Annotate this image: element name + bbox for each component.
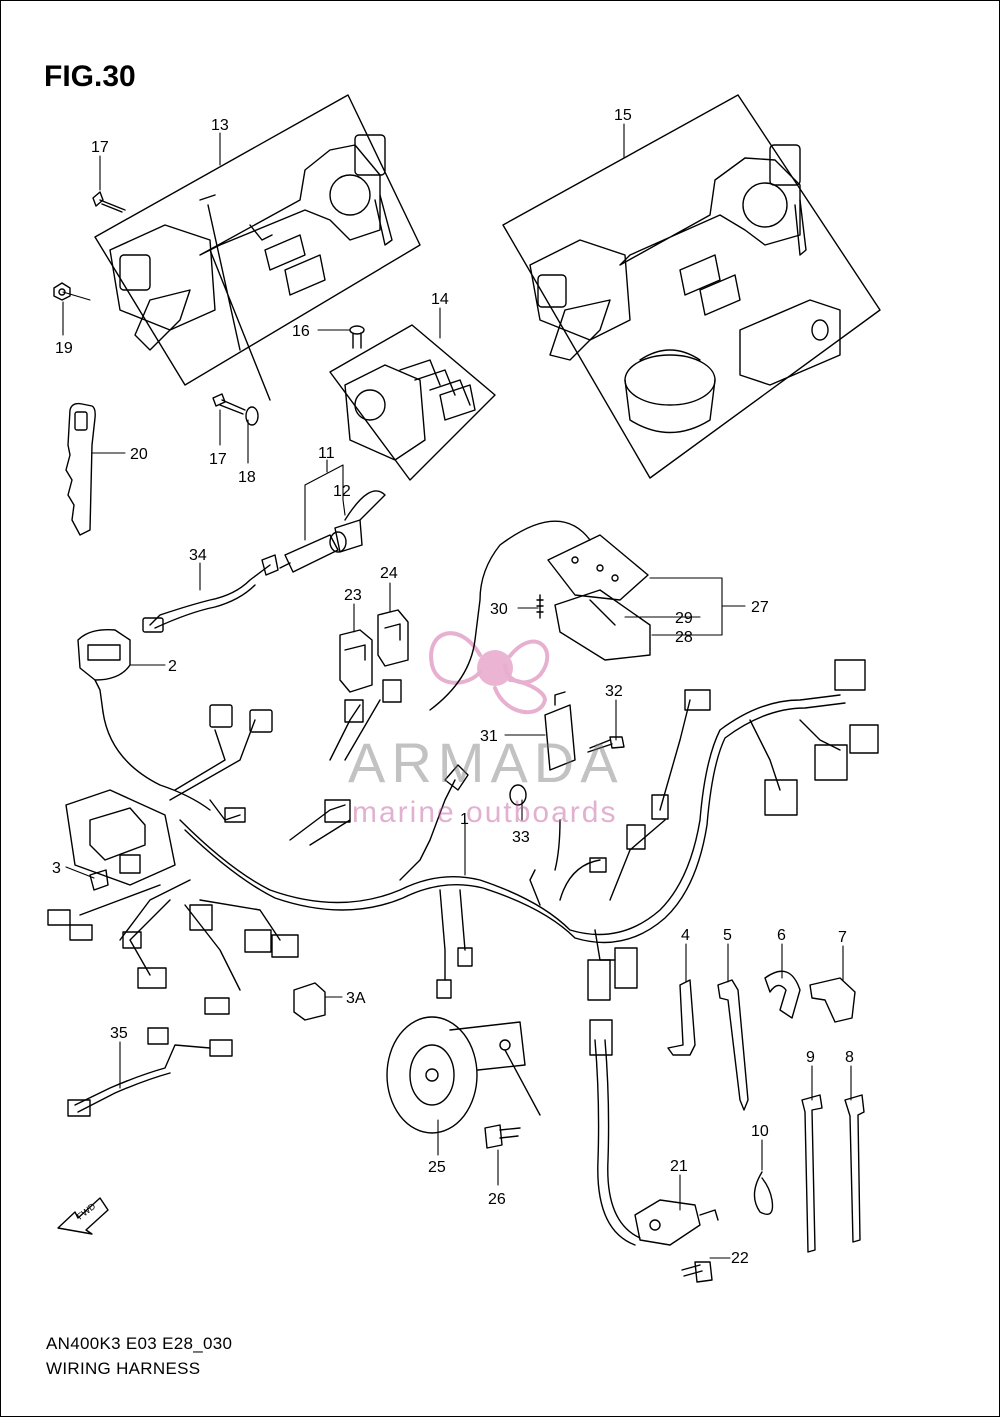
assembly-box-13 <box>94 94 421 401</box>
clamp-10 <box>753 1171 774 1215</box>
callout-7: 7 <box>838 929 847 946</box>
assembly-box-14 <box>329 324 496 481</box>
watermark-name: ARMADA <box>348 731 624 794</box>
callout-24: 24 <box>380 565 398 582</box>
callout-15: 15 <box>614 107 632 124</box>
callout-19: 19 <box>55 340 73 357</box>
callout-25: 25 <box>428 1159 446 1176</box>
callout-28: 28 <box>675 629 693 646</box>
horn-25 <box>386 1016 541 1134</box>
accessory-socket-11 <box>279 531 347 573</box>
callout-17-bottom: 17 <box>209 451 227 468</box>
relay-24 <box>377 609 409 667</box>
callout-33: 33 <box>512 829 530 846</box>
screw-17-top <box>92 191 126 213</box>
callout-21: 21 <box>670 1158 688 1175</box>
relay-23 <box>339 629 373 693</box>
clip-3 <box>89 869 109 891</box>
main-wiring-harness-1 <box>119 659 879 1001</box>
screw-30 <box>536 594 544 619</box>
callout-10: 10 <box>751 1123 769 1140</box>
callout-20: 20 <box>130 446 148 463</box>
callout-29: 29 <box>675 610 693 627</box>
callout-17-top: 17 <box>91 139 109 156</box>
screw-17-bottom <box>212 393 259 426</box>
sensor-21 <box>589 1019 719 1246</box>
fuse-box-27 <box>429 520 651 711</box>
socket-cap-12 <box>334 490 386 553</box>
watermark-logo <box>429 631 550 715</box>
clamp-6 <box>764 970 801 1019</box>
callout-31: 31 <box>480 728 498 745</box>
callout-9: 9 <box>806 1049 815 1066</box>
footer-diagram-name: WIRING HARNESS <box>46 1359 201 1378</box>
callout-3: 3 <box>52 860 61 877</box>
footer-diagram-code: AN400K3 E03 E28_030 <box>46 1334 233 1353</box>
callout-22: 22 <box>731 1250 749 1267</box>
callout-4: 4 <box>681 927 690 944</box>
callout-6: 6 <box>777 927 786 944</box>
tie-8 <box>844 1094 865 1243</box>
grommet-33 <box>509 784 527 806</box>
bolt-26 <box>484 1124 521 1149</box>
callout-3a: 3A <box>346 990 366 1007</box>
callout-labels: 13 17 19 15 14 16 17 18 20 11 12 34 23 2… <box>52 107 854 1267</box>
bracket-4 <box>667 979 696 1056</box>
key-20 <box>65 402 96 536</box>
nut-19 <box>53 282 71 301</box>
callout-12: 12 <box>333 483 351 500</box>
bolt-32 <box>587 736 625 753</box>
callout-32: 32 <box>605 683 623 700</box>
callout-5: 5 <box>723 927 732 944</box>
callout-1: 1 <box>460 811 469 828</box>
callout-34: 34 <box>189 547 207 564</box>
callout-35: 35 <box>110 1025 128 1042</box>
figure-title: FIG.30 <box>44 60 136 93</box>
callout-16: 16 <box>292 323 310 340</box>
callout-8: 8 <box>845 1049 854 1066</box>
meter-2 <box>77 629 211 811</box>
electrical-box-left <box>65 789 176 886</box>
callout-11: 11 <box>318 445 335 462</box>
callout-23: 23 <box>344 587 362 604</box>
switch-31 <box>544 691 576 771</box>
callout-2: 2 <box>168 658 177 675</box>
callout-30: 30 <box>490 601 508 618</box>
callout-27: 27 <box>751 599 769 616</box>
callout-13: 13 <box>211 117 229 134</box>
clip-3a <box>293 982 326 1021</box>
callout-18: 18 <box>238 469 256 486</box>
callout-14: 14 <box>431 291 449 308</box>
fwd-arrow-icon <box>57 1197 109 1235</box>
screw-16 <box>349 325 365 349</box>
sub-harness-34 <box>142 554 279 633</box>
leader-lines <box>62 123 852 1259</box>
clamp-7 <box>809 977 856 1023</box>
tie-5 <box>717 979 749 1111</box>
bolt-22 <box>681 1261 713 1283</box>
sub-harness-35 <box>67 1027 233 1117</box>
tie-9 <box>801 1094 823 1253</box>
callout-26: 26 <box>488 1191 506 1208</box>
watermark-tagline: marine outboards <box>352 796 618 829</box>
assembly-box-15 <box>502 94 881 479</box>
left-branch-connectors <box>47 884 241 1015</box>
